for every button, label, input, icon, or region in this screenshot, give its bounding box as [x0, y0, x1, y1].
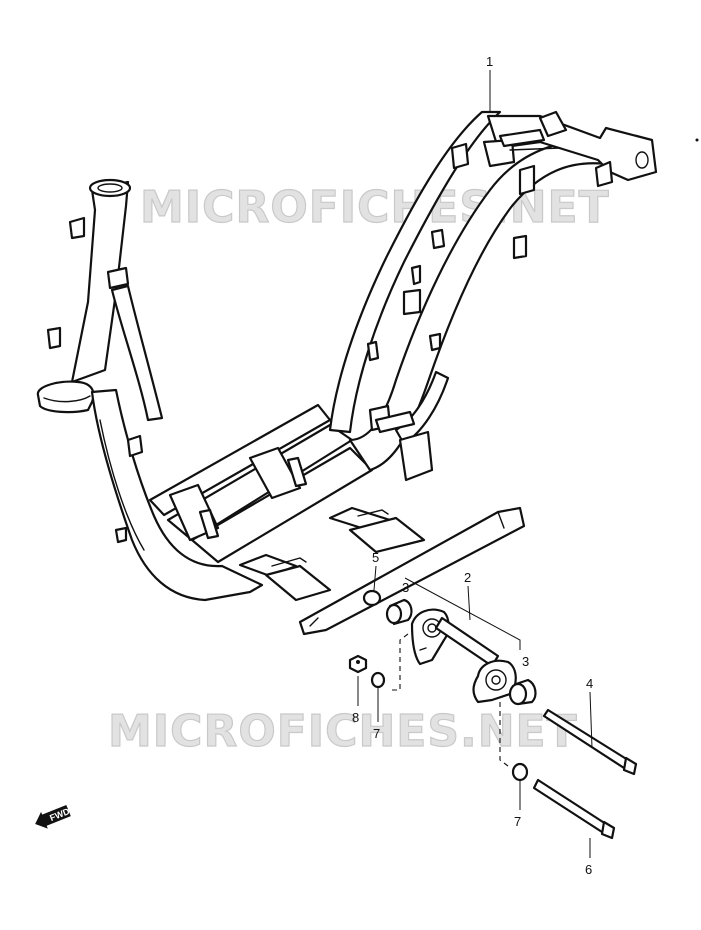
callout-3b: 3	[522, 654, 529, 669]
frame-body	[36, 110, 658, 636]
part-7-washer-left	[370, 671, 386, 689]
part-5-bushing	[362, 589, 382, 607]
watermark-top: MICROFICHES.NET	[140, 182, 610, 233]
callout-7b: 7	[514, 814, 521, 829]
part-7-washer-right	[511, 762, 529, 782]
leader-lines	[357, 70, 593, 858]
callout-8: 8	[352, 710, 359, 725]
part-8-nut	[348, 654, 368, 674]
callout-3a: 3	[402, 580, 409, 595]
callout-2: 2	[464, 570, 471, 585]
callout-6: 6	[585, 862, 592, 877]
fwd-direction-badge: FWD	[35, 804, 72, 829]
callout-7a: 7	[373, 726, 380, 741]
callout-4: 4	[586, 676, 593, 691]
fwd-label: FWD	[48, 806, 71, 823]
part-4-bolt-long	[542, 708, 638, 776]
part-3-bushing-upper	[385, 598, 413, 626]
stray-mark	[695, 138, 699, 142]
part-3-bushing-lower	[508, 678, 537, 706]
part-6-bolt	[532, 778, 616, 840]
callout-1: 1	[486, 54, 493, 69]
part-2-engine-mount-bracket	[410, 608, 517, 704]
callout-5: 5	[372, 550, 379, 565]
watermark-bottom: MICROFICHES.NET	[108, 706, 578, 757]
forward-arrow-icon	[35, 804, 71, 829]
